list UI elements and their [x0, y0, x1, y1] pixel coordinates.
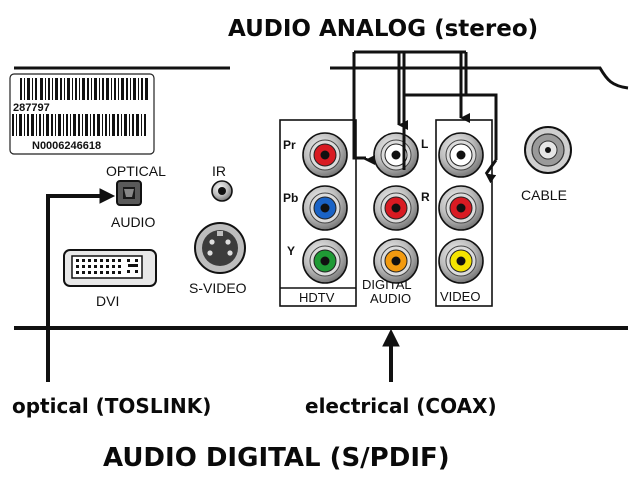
rca-video-red-jack: [438, 185, 484, 231]
label-video: VIDEO: [440, 289, 480, 304]
label-optical-audio: AUDIO: [111, 214, 155, 230]
label-ir: IR: [212, 163, 226, 179]
dvi-port: [63, 249, 157, 287]
optical-arrow: [46, 188, 116, 382]
rca-jacks: [302, 132, 484, 284]
label-dvi: DVI: [96, 293, 119, 309]
label-pr: Pr: [283, 138, 296, 152]
title-audio-analog: AUDIO ANALOG (stereo): [228, 16, 538, 42]
title-audio-digital: AUDIO DIGITAL (S/PDIF): [103, 443, 450, 473]
label-cable: CABLE: [521, 187, 567, 203]
label-y: Y: [287, 244, 295, 258]
optical-port: [116, 180, 142, 206]
label-digital-audio: AUDIO: [370, 291, 411, 306]
rca-audio-r-jack: [373, 185, 419, 231]
label-pb: Pb: [283, 191, 298, 205]
rca-video-white-jack: [438, 132, 484, 178]
s-video-port: [194, 222, 246, 274]
rca-pr-jack: [302, 132, 348, 178]
device-panel: [14, 66, 629, 330]
barcode-sticker: 287797 N0006246618: [9, 73, 155, 155]
label-s-video: S-VIDEO: [189, 280, 247, 296]
label-optical: OPTICAL: [106, 163, 166, 179]
analog-audio-arrows: [352, 50, 498, 184]
barcode-bars: [12, 78, 148, 136]
hdtv-group: [279, 119, 357, 307]
label-hdtv: HDTV: [299, 290, 335, 305]
coax-arrow: [382, 328, 400, 382]
barcode-serial: N0006246618: [32, 140, 101, 152]
label-l: L: [421, 137, 428, 151]
ir-jack: [211, 180, 233, 202]
callout-optical: optical (TOSLINK): [12, 394, 211, 418]
barcode-number-top: 287797: [13, 102, 50, 114]
cable-connector: [524, 126, 572, 174]
rca-digital-coax-jack: [373, 238, 419, 284]
rca-video-yellow-jack: [438, 238, 484, 284]
rca-audio-l-jack: [373, 132, 419, 178]
label-r: R: [421, 190, 430, 204]
callout-coax: electrical (COAX): [305, 394, 497, 418]
rca-pb-jack: [302, 185, 348, 231]
rca-y-jack: [302, 238, 348, 284]
